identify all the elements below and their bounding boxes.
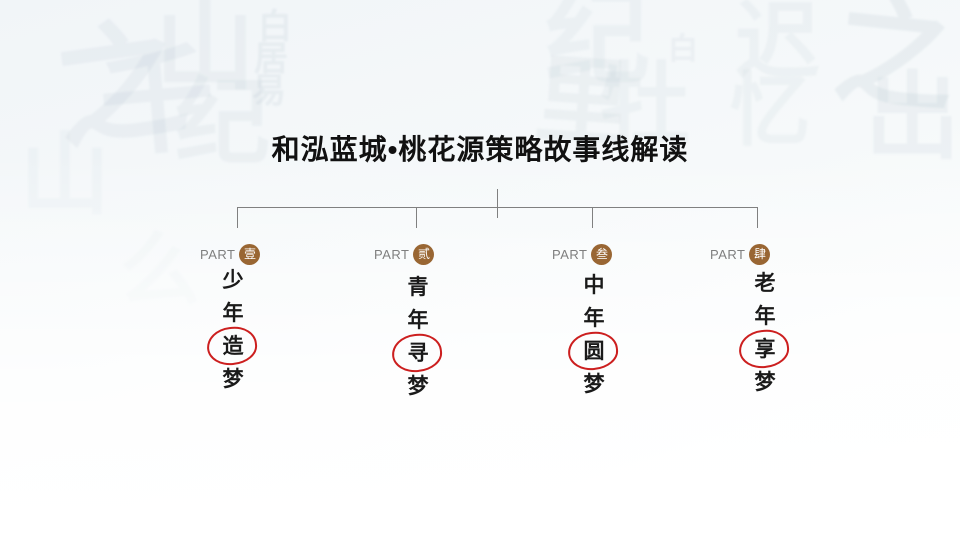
part-1-numeral-badge: 壹 (239, 243, 261, 265)
story-column-2: 青 年 寻 梦 (398, 271, 438, 403)
story-column-4: 老 年 享 梦 (745, 267, 785, 399)
watermark-glyph: 白 (258, 7, 292, 47)
watermark-glyph: 之 (828, 0, 960, 131)
connector-horizontal (237, 207, 758, 208)
part-3-label: PART 叁 (552, 243, 613, 265)
story-char: 年 (583, 306, 605, 330)
story-char: 年 (407, 308, 429, 332)
watermark-glyph: 白 (668, 32, 698, 67)
part-2-label: PART 贰 (374, 243, 435, 265)
story-char-circled: 圆 (574, 335, 614, 368)
story-char: 青 (407, 275, 429, 299)
connector-stub (497, 189, 498, 218)
watermark-glyph: 纪 (545, 0, 651, 99)
story-column-3: 中 年 圆 梦 (574, 269, 614, 401)
story-char-circled: 享 (745, 333, 785, 366)
part-4-numeral-badge: 肆 (749, 243, 771, 265)
story-char: 年 (754, 304, 776, 328)
connector-drop-2 (416, 208, 417, 228)
story-char: 梦 (754, 370, 776, 394)
part-3-numeral-badge: 叁 (591, 243, 613, 265)
part-word: PART (374, 246, 410, 262)
story-char-circled: 造 (213, 330, 253, 363)
story-char: 梦 (583, 372, 605, 396)
story-char: 梦 (222, 367, 244, 391)
connector-drop-1 (237, 208, 238, 228)
slide-title: 和泓蓝城•桃花源策略故事线解读 (271, 134, 689, 165)
watermark-glyph: 居 (254, 39, 288, 79)
story-char: 少 (222, 268, 244, 292)
story-char: 中 (583, 273, 605, 297)
part-4-label: PART 肆 (710, 243, 771, 265)
story-char: 年 (222, 301, 244, 325)
part-word: PART (552, 246, 588, 262)
part-1-label: PART 壹 (200, 243, 261, 265)
connector-drop-4 (757, 208, 758, 228)
part-numeral: 壹 (243, 247, 256, 261)
watermark-glyph: 易 (252, 71, 286, 111)
watermark-glyph: 迟 (735, 0, 821, 92)
story-char-circled: 寻 (398, 337, 438, 370)
story-char: 梦 (407, 374, 429, 398)
connector-drop-3 (592, 208, 593, 228)
part-word: PART (710, 246, 746, 262)
story-char: 老 (754, 271, 776, 295)
part-2-numeral-badge: 贰 (413, 243, 435, 265)
watermark-glyph: 山 (155, 0, 255, 104)
part-numeral: 肆 (753, 247, 766, 261)
watermark-glyph: 么 (120, 223, 200, 317)
part-numeral: 贰 (417, 247, 430, 261)
part-word: PART (200, 246, 236, 262)
story-column-1: 少 年 造 梦 (213, 264, 253, 396)
part-numeral: 叁 (595, 247, 608, 261)
